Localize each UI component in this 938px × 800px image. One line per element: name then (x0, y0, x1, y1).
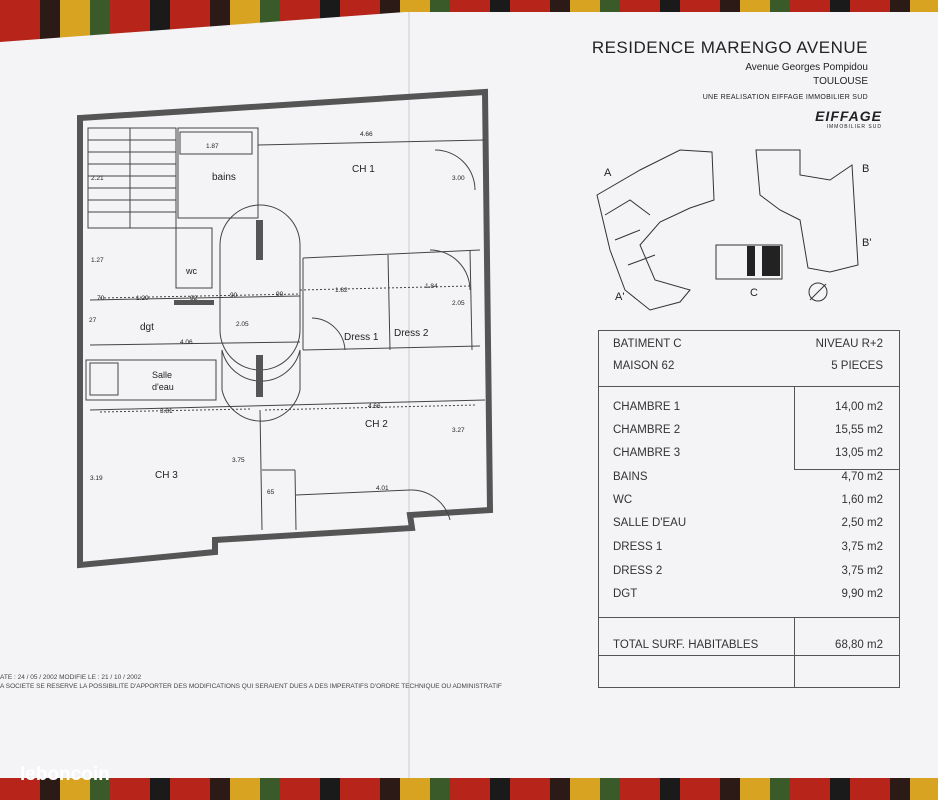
room-name: BAINS (613, 471, 648, 483)
residence-title: RESIDENCE MARENGO AVENUE (591, 38, 868, 57)
door-swing (219, 204, 301, 371)
room-label-dress2: Dress 2 (394, 328, 429, 339)
dim-label: 70 (97, 295, 105, 302)
dim-label: 1.20 (136, 295, 149, 302)
outer-wall (77, 88, 494, 569)
room-label-salle: Salle (152, 370, 172, 380)
total-row: TOTAL SURF. HABITABLES 68,80 m2 (599, 634, 899, 656)
room-name: CHAMBRE 3 (613, 447, 681, 459)
room-area: 3,75 m2 (841, 541, 883, 553)
wc-walls (175, 227, 213, 289)
pieces-label: 5 PIECES (831, 360, 883, 372)
room-area: 4,70 m2 (841, 471, 883, 483)
room-name: CHAMBRE 2 (613, 424, 681, 436)
eiffage-logo: EIFFAGE (815, 108, 882, 124)
dim-label: 4.66 (360, 131, 373, 138)
table-row: DGT 9,90 m2 (599, 583, 899, 605)
room-label-dgt: dgt (140, 322, 154, 333)
dim-label: 2.05 (236, 321, 249, 328)
table-row: CHAMBRE 3 13,05 m2 (599, 442, 899, 464)
salle-eau-walls (85, 359, 217, 401)
dim-label: 4.01 (376, 485, 389, 492)
dim-label: 1.84 (425, 283, 438, 290)
leboncoin-watermark: leboncoin (20, 764, 110, 785)
dim-label: 1.27 (91, 257, 104, 264)
dim-label: 92 (190, 295, 198, 302)
paper-fold (408, 12, 410, 778)
dim-label: 4.66 (368, 403, 381, 410)
room-label-dress1: Dress 1 (344, 332, 379, 343)
room-name: SALLE D'EAU (613, 517, 687, 529)
table-row: WC 1,60 m2 (599, 489, 899, 511)
room-label-bains: bains (212, 172, 236, 183)
room-name: DGT (613, 588, 638, 600)
dim-label: 90 (230, 292, 238, 299)
room-name: DRESS 1 (613, 541, 663, 553)
room-label-ch3: CH 3 (155, 470, 178, 481)
dim-label: 1.87 (206, 143, 219, 150)
dim-label: 3.27 (452, 427, 465, 434)
dim-label: 2.05 (452, 300, 465, 307)
site-label-a-prime: A' (615, 291, 624, 303)
eiffage-logo-sub: IMMOBILIER SUD (826, 124, 882, 130)
table-row: DRESS 1 3,75 m2 (599, 536, 899, 558)
site-label-c: C (750, 287, 758, 299)
site-label-b: B (862, 163, 869, 175)
room-label-ch1: CH 1 (352, 164, 375, 175)
room-label-ch2: CH 2 (365, 419, 388, 430)
total-value: 68,80 m2 (835, 639, 883, 651)
batiment-label: BATIMENT C (613, 338, 682, 350)
table-row: BAINS 4,70 m2 (599, 466, 899, 488)
room-area: 13,05 m2 (835, 447, 883, 459)
room-label-deau: d'eau (152, 382, 174, 392)
room-area: 14,00 m2 (835, 401, 883, 413)
niveau-label: NIVEAU R+2 (815, 338, 883, 350)
disclaimer-line: A SOCIETE SE RESERVE LA POSSIBILITE D'AP… (0, 683, 502, 690)
table-row: DRESS 2 3,75 m2 (599, 560, 899, 582)
dim-label: 1.82 (335, 287, 348, 294)
realisation-line: UNE REALISATION EIFFAGE IMMOBILIER SUD (702, 94, 868, 101)
site-label-a: A (604, 167, 612, 179)
room-name: CHAMBRE 1 (613, 401, 681, 413)
staircase (87, 127, 177, 229)
dim-label: 65 (267, 489, 275, 496)
room-area: 3,75 m2 (841, 565, 883, 577)
room-name: WC (613, 494, 633, 506)
table-row: MAISON 62 5 PIECES (599, 355, 899, 377)
room-label-wc: wc (185, 266, 197, 276)
site-plan (596, 149, 859, 311)
bathroom-walls (177, 127, 259, 219)
surface-table: BATIMENT C NIVEAU R+2 MAISON 62 5 PIECES… (598, 330, 900, 688)
table-row: CHAMBRE 1 14,00 m2 (599, 396, 899, 418)
room-name: DRESS 2 (613, 565, 663, 577)
table-row: SALLE D'EAU 2,50 m2 (599, 512, 899, 534)
dim-label: 4.06 (180, 339, 193, 346)
street-address: Avenue Georges Pompidou (745, 62, 868, 73)
table-row: CHAMBRE 2 15,55 m2 (599, 419, 899, 441)
dim-label: 3.81 (160, 408, 173, 415)
room-area: 1,60 m2 (841, 494, 883, 506)
dim-label: 27 (89, 317, 97, 324)
room-area: 9,90 m2 (841, 588, 883, 600)
city-name: TOULOUSE (813, 76, 868, 87)
site-label-b-prime: B' (862, 237, 871, 249)
dim-label: 3.19 (90, 475, 103, 482)
date-line: ATE : 24 / 05 / 2002 MODIFIE LE : 21 / 1… (0, 674, 142, 681)
total-label: TOTAL SURF. HABITABLES (613, 639, 759, 651)
table-row: BATIMENT C NIVEAU R+2 (599, 333, 899, 355)
bathtub (179, 131, 253, 155)
dim-label: 90 (276, 291, 284, 298)
dim-label: 3.75 (232, 457, 245, 464)
dim-label: 3.00 (452, 175, 465, 182)
room-area: 2,50 m2 (841, 517, 883, 529)
room-area: 15,55 m2 (835, 424, 883, 436)
dim-label: 2.21 (91, 175, 104, 182)
maison-label: MAISON 62 (613, 360, 675, 372)
